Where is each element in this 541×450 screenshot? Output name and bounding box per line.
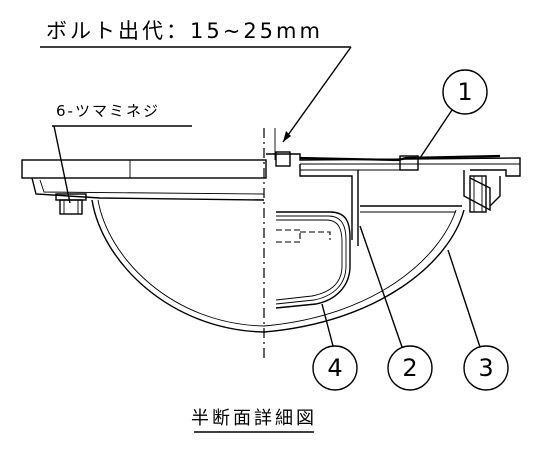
svg-text:3: 3: [478, 354, 493, 382]
right-housing: [263, 151, 521, 333]
callout-3: 3: [447, 249, 509, 391]
bolt-length-leader: [282, 46, 352, 143]
inner-liner: [275, 211, 351, 309]
dome-shell: [91, 199, 265, 333]
bolt-length-arrowhead: [283, 131, 291, 142]
svg-text:2: 2: [402, 354, 417, 382]
left-flange: [21, 159, 267, 201]
knob-screw: [55, 193, 87, 215]
svg-text:1: 1: [457, 78, 472, 106]
caption: 半断面詳細図: [191, 408, 317, 429]
bolt-length-label: ボルト出代：15~25mm: [46, 19, 323, 43]
callout-4: 4: [312, 303, 358, 391]
knob-screw-leader: [53, 125, 71, 204]
callout-1: 1: [419, 69, 488, 159]
knob-screw-label: 6-ツマミネジ: [56, 102, 160, 120]
svg-text:4: 4: [327, 354, 342, 382]
callout-2: 2: [359, 225, 433, 391]
